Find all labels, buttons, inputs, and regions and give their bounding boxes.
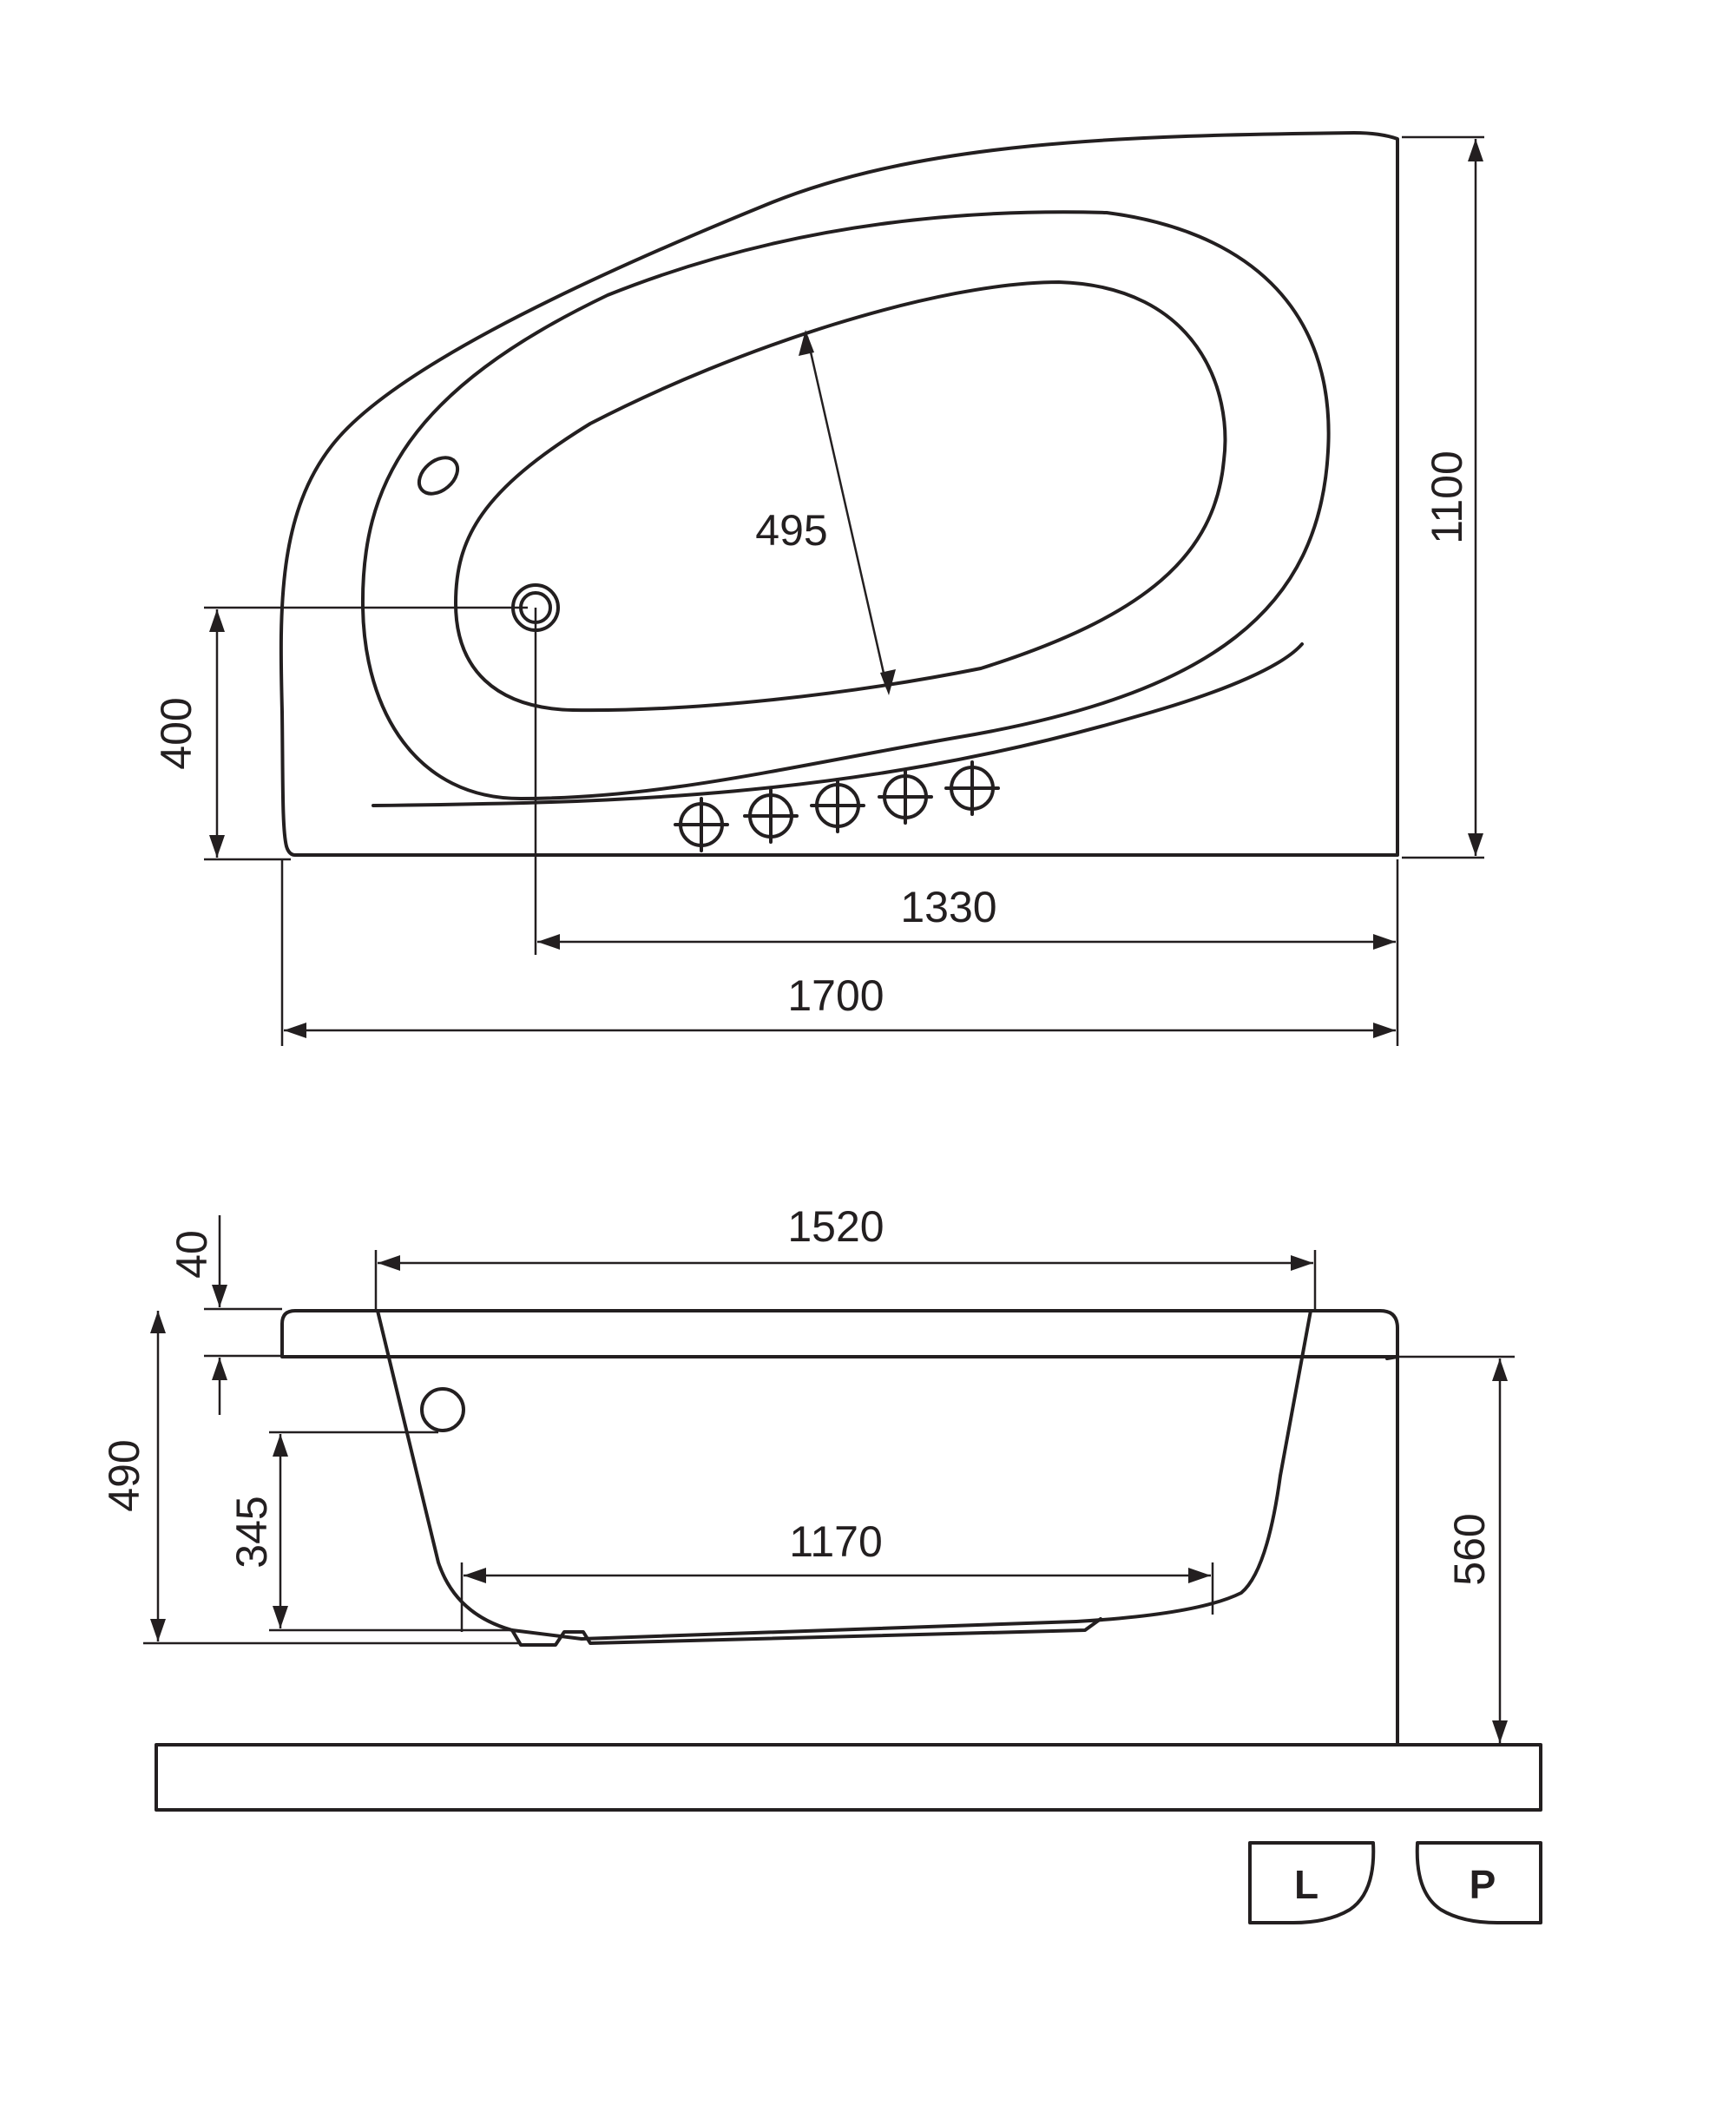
label-rim-thickness: 40 <box>168 1230 216 1279</box>
jet-icon-1 <box>674 797 729 852</box>
rim-outline <box>280 1309 1399 1358</box>
dimension-floor-height: 560 <box>1399 1355 1515 1743</box>
dimension-inner-width: 495 <box>755 330 896 695</box>
support-leg <box>1383 1355 1399 1746</box>
drain-base-outline <box>510 1617 1102 1647</box>
overflow-icon <box>417 456 460 496</box>
tub-outer-outline <box>279 131 1399 857</box>
variant-left-badge: L <box>1248 1841 1376 1924</box>
top-view: 495 1100 400 1330 <box>152 131 1484 1046</box>
dimension-total-height: 490 <box>100 1311 521 1645</box>
dimension-bottom-length: 1170 <box>460 1517 1214 1632</box>
dimension-top-length: 1520 <box>374 1202 1317 1311</box>
label-top-length: 1520 <box>787 1202 884 1251</box>
tub-body-outline <box>376 1309 1312 1641</box>
dimension-drain-offset: 400 <box>152 606 528 861</box>
label-drain-to-edge: 1330 <box>900 883 996 931</box>
rim-ledge-line <box>372 642 1304 807</box>
dimension-rim-thickness: 40 <box>168 1215 282 1415</box>
label-drain-offset: 400 <box>152 697 201 769</box>
label-floor-height: 560 <box>1445 1513 1494 1585</box>
label-overflow-height: 345 <box>227 1496 276 1568</box>
dimension-width: 1700 <box>280 859 1396 1046</box>
jet-icon-3 <box>810 778 865 833</box>
label-inner-width: 495 <box>755 506 827 555</box>
floor-slab <box>155 1743 1542 1812</box>
label-depth: 1100 <box>1423 451 1471 544</box>
label-total-height: 490 <box>100 1439 148 1511</box>
overflow-side-icon <box>420 1387 465 1432</box>
dimension-overflow-height: 345 <box>227 1431 512 1632</box>
variant-left-label: L <box>1294 1862 1318 1907</box>
jet-icon-4 <box>878 769 933 825</box>
variant-right-label: P <box>1470 1862 1496 1907</box>
jet-icon-2 <box>743 788 799 844</box>
label-bottom-length: 1170 <box>789 1517 883 1566</box>
jet-icon-5 <box>944 760 1000 816</box>
label-width: 1700 <box>787 971 884 1020</box>
basin-inner-outline <box>454 280 1227 713</box>
side-view: 1520 1170 40 490 <box>100 1202 1542 1812</box>
basin-outer-outline <box>360 210 1331 800</box>
dimension-drain-to-edge: 1330 <box>534 608 1399 1046</box>
variant-right-badge: P <box>1415 1841 1542 1924</box>
dimension-depth: 1100 <box>1402 135 1484 859</box>
